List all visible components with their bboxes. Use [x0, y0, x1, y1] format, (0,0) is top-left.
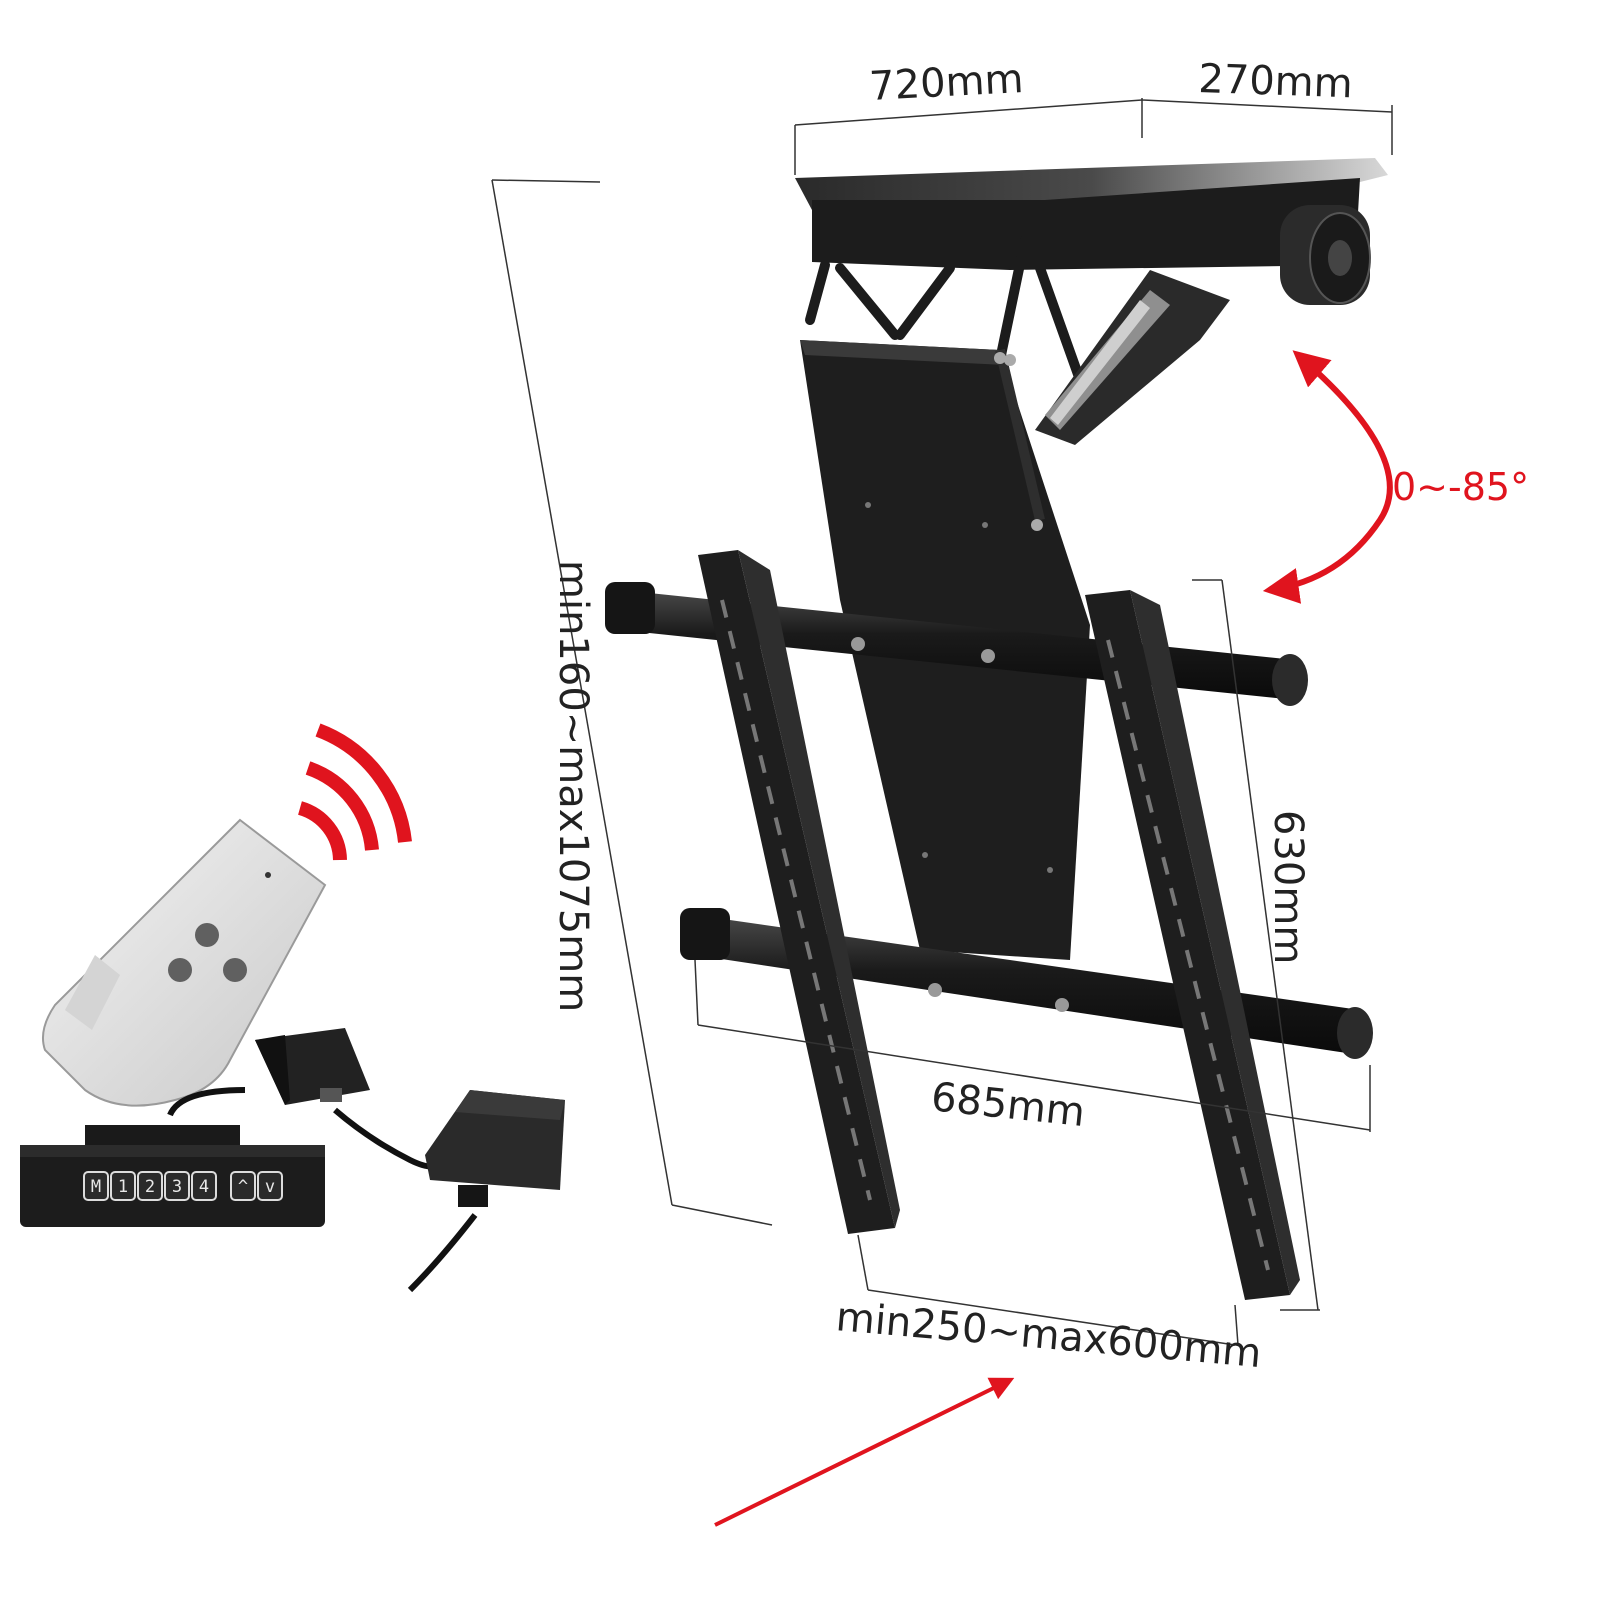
pad-key-label: 2 — [145, 1177, 155, 1197]
left-vesa-rail — [698, 550, 900, 1234]
right-vesa-rail — [1085, 590, 1300, 1300]
extension-arrow — [714, 1377, 1015, 1527]
pad-key-label: M — [91, 1177, 101, 1197]
pad-key-3: 3 — [164, 1171, 190, 1201]
pad-key-6: v — [257, 1171, 283, 1201]
tilt-angle-label: 0~-85° — [1392, 465, 1529, 509]
bracket-height-label: 630mm — [1265, 810, 1311, 964]
pad-key-4: 4 — [191, 1171, 217, 1201]
pad-key-label: 1 — [118, 1177, 128, 1197]
pad-key-label: 4 — [199, 1177, 209, 1197]
ceiling-plate — [795, 158, 1388, 305]
arm-extension-label: min250~max600mm — [834, 1294, 1263, 1377]
wireless-signal-icon — [297, 723, 412, 861]
tilt-arrow — [1262, 350, 1393, 604]
bracket-width-label: 685mm — [929, 1074, 1087, 1136]
pad-key-label: ^ — [238, 1177, 248, 1197]
top-depth-label: 720mm — [868, 56, 1024, 110]
pad-key-2: 2 — [137, 1171, 163, 1201]
total-height-label: min160~max1075mm — [550, 560, 596, 1012]
top-dimension-lines — [794, 98, 1393, 175]
control-box-icon — [255, 1028, 370, 1105]
top-width-label: 270mm — [1198, 56, 1354, 107]
pad-key-1: 1 — [110, 1171, 136, 1201]
scissor-linkage — [805, 235, 1085, 385]
dimension-lines — [491, 179, 1371, 1346]
remote-control-icon — [42, 818, 327, 1107]
pad-key-label: 3 — [172, 1177, 182, 1197]
pad-key-5: ^ — [230, 1171, 256, 1201]
linear-actuator — [1035, 270, 1230, 445]
power-adapter-icon — [425, 1090, 565, 1207]
pad-key-0: M — [83, 1171, 109, 1201]
pad-key-label: v — [265, 1177, 275, 1197]
